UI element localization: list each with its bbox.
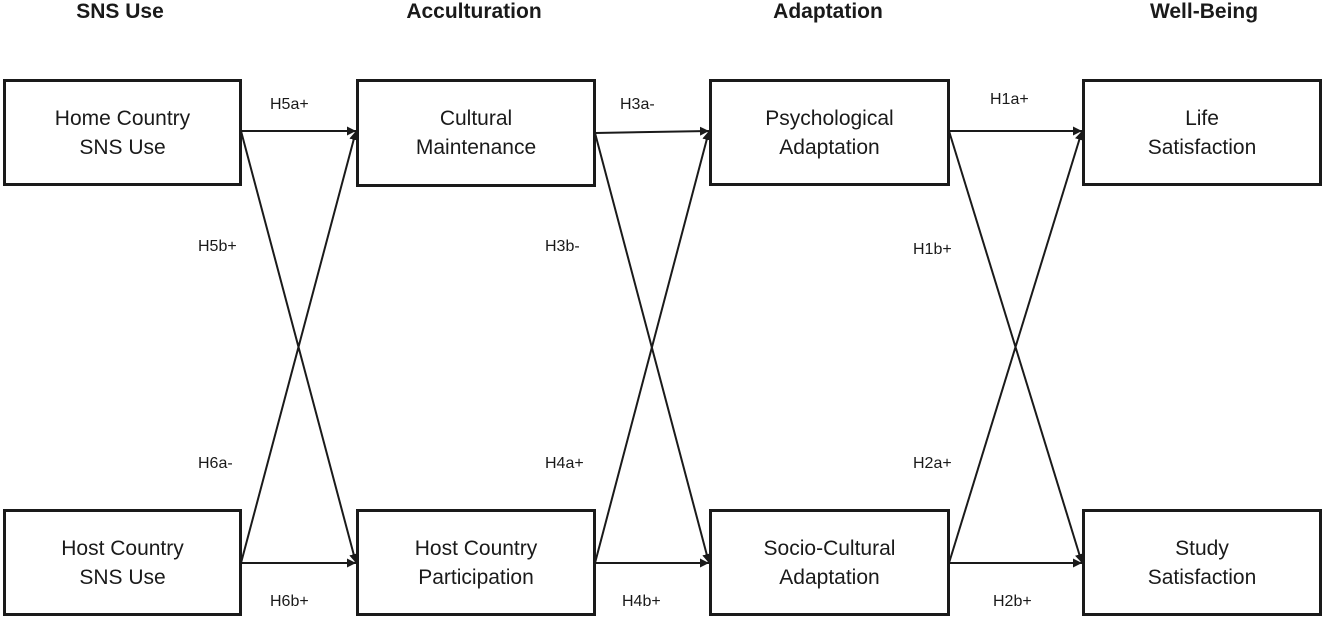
label-h4b: H4b+ (622, 593, 661, 610)
box-line: Study (1175, 536, 1229, 560)
box-line: Host Country (61, 536, 184, 560)
header-acculturation: Acculturation (406, 0, 542, 23)
label-h3a: H3a- (620, 96, 655, 113)
label-h5b: H5b+ (198, 238, 237, 255)
header-sns-use: SNS Use (76, 0, 164, 23)
box-line: Home Country (54, 106, 191, 130)
box-line: Participation (418, 565, 534, 589)
box-host-country-sns-use: Host Country SNS Use (3, 509, 242, 616)
label-h1a: H1a+ (990, 91, 1029, 108)
label-h2b: H2b+ (993, 593, 1032, 610)
label-h4a: H4a+ (545, 455, 584, 472)
box-cultural-maintenance: Cultural Maintenance (356, 79, 596, 187)
box-home-country-sns-use: Home Country SNS Use (3, 79, 242, 186)
box-line: Host Country (414, 536, 538, 560)
header-adaptation: Adaptation (773, 0, 883, 23)
arrow-h2a (948, 130, 1084, 564)
label-h6b: H6b+ (270, 593, 309, 610)
box-line: Adaptation (779, 565, 880, 589)
box-line: Maintenance (415, 136, 537, 159)
label-h6a: H6a- (198, 455, 233, 472)
box-study-satisfaction: Study Satisfaction (1082, 509, 1322, 616)
label-h1b: H1b+ (913, 241, 952, 258)
box-host-country-participation: Host Country Participation (356, 509, 596, 616)
box-line: Satisfaction (1147, 565, 1257, 589)
box-line: Socio-Cultural (763, 536, 896, 560)
box-life-satisfaction: Life Satisfaction (1082, 79, 1322, 186)
box-socio-cultural-adaptation: Socio-Cultural Adaptation (709, 509, 950, 616)
box-psychological-adaptation: Psychological Adaptation (709, 79, 950, 186)
box-line: Life (1185, 106, 1219, 130)
arrow-h6a (240, 130, 359, 564)
arrow-h3a (594, 126, 710, 136)
label-h5a: H5a+ (270, 96, 309, 113)
arrow-h4a (594, 130, 712, 564)
box-line: Cultural (439, 107, 513, 130)
box-line: SNS Use (79, 565, 166, 589)
box-line: SNS Use (79, 135, 166, 159)
box-line: Psychological (765, 106, 894, 130)
box-line: Adaptation (779, 135, 880, 159)
label-h2a: H2a+ (913, 455, 952, 472)
header-well-being: Well-Being (1149, 0, 1259, 23)
label-h3b: H3b- (545, 238, 580, 255)
box-line: Satisfaction (1147, 135, 1257, 159)
